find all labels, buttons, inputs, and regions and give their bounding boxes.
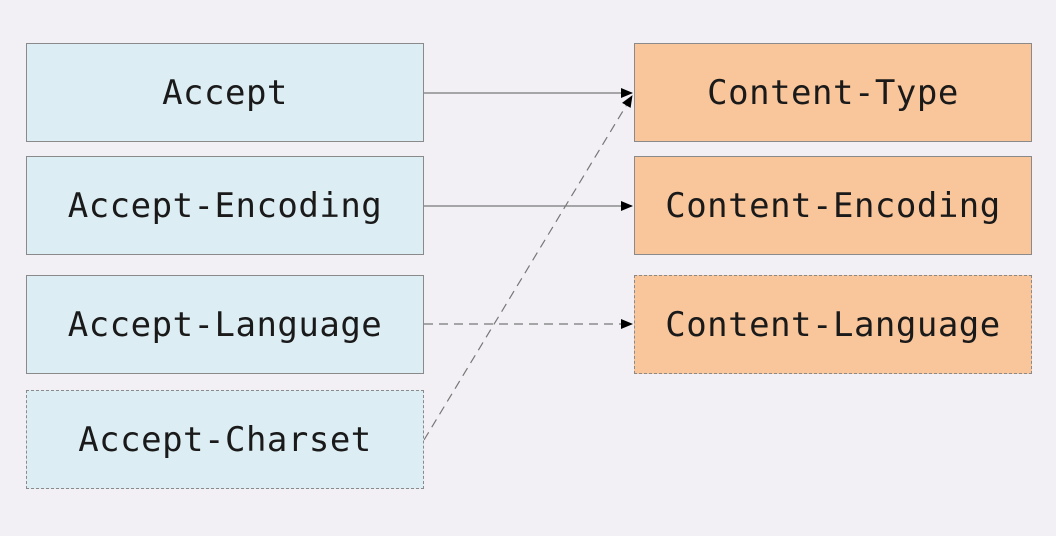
response-header-label: Content-Encoding [665,185,1001,226]
request-header-label: Accept-Charset [78,419,372,460]
request-header-accept-encoding: Accept-Encoding [26,156,424,255]
request-header-accept-language: Accept-Language [26,275,424,374]
response-header-content-type: Content-Type [634,43,1032,142]
request-header-accept-charset: Accept-Charset [26,390,424,489]
request-header-label: Accept [162,72,288,113]
response-header-label: Content-Language [665,304,1001,345]
request-header-accept: Accept [26,43,424,142]
response-header-label: Content-Type [707,72,959,113]
arrow-accept-charset-to-content-type [423,95,633,441]
request-header-label: Accept-Encoding [67,185,383,226]
response-header-content-language: Content-Language [634,275,1032,374]
request-header-label: Accept-Language [67,304,383,345]
response-header-content-encoding: Content-Encoding [634,156,1032,255]
